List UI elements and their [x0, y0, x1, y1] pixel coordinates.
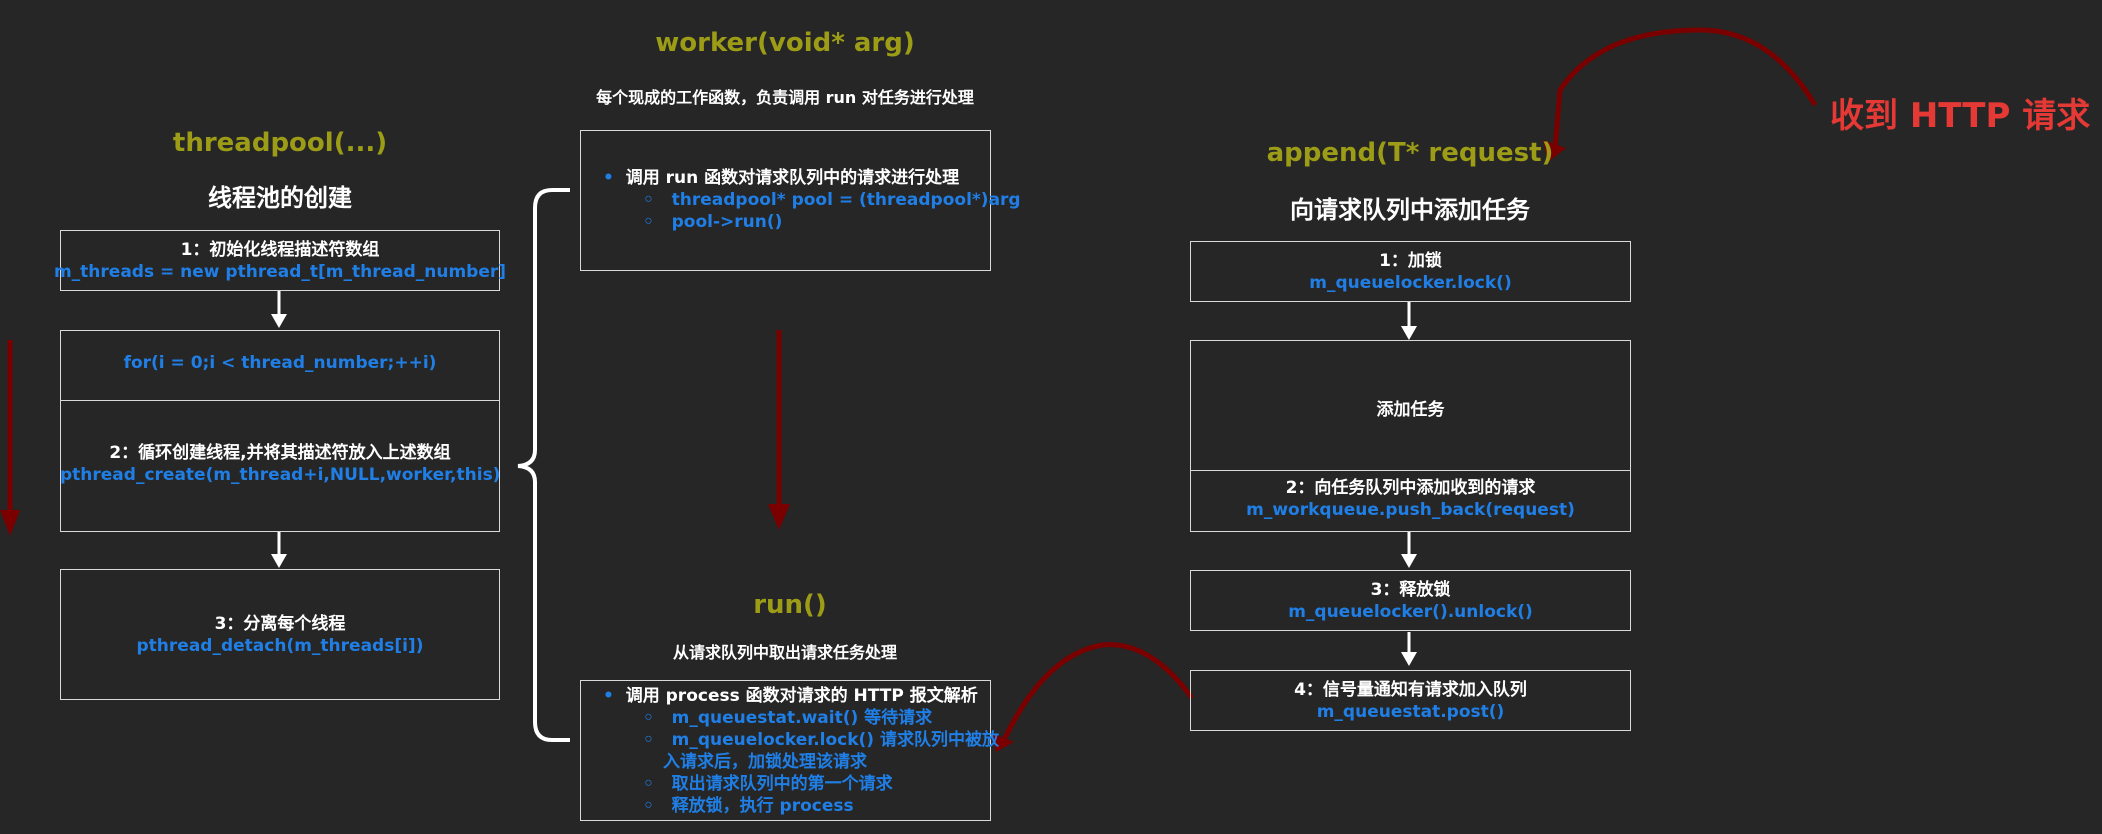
- append-step2-title: 2：向任务队列中添加收到的请求: [1285, 478, 1536, 498]
- http-request-label: 收到 HTTP 请求: [1830, 96, 2091, 136]
- bullet-icon: •: [603, 686, 614, 706]
- append-step3-code: m_queuelocker().unlock(): [1288, 601, 1533, 622]
- append-step1-box: 1：加锁 m_queuelocker.lock(): [1190, 241, 1631, 302]
- append-step3-title: 3：释放锁: [1370, 579, 1451, 600]
- run-sub1-text: m_queuestat.wait() 等待请求: [671, 708, 933, 728]
- red-arrow-worker-to-run: [768, 330, 790, 530]
- append-step2: 2：向任务队列中添加收到的请求 m_workqueue.push_back(re…: [1190, 477, 1631, 521]
- append-add-separator: [1190, 470, 1631, 471]
- threadpool-step3-title: 3：分离每个线程: [214, 613, 346, 634]
- run-item-text: 调用 process 函数对请求的 HTTP 报文解析: [625, 686, 978, 706]
- threadpool-step1-title: 1：初始化线程描述符数组: [180, 239, 380, 260]
- red-arrow-http-to-append: [1543, 27, 1818, 162]
- append-step4-title: 4：信号量通知有请求加入队列: [1294, 679, 1527, 700]
- worker-sub1-text: threadpool* pool = (threadpool*)arg: [671, 190, 1021, 210]
- append-step4-code: m_queuestat.post(): [1316, 701, 1505, 722]
- append-step1-title: 1：加锁: [1379, 250, 1442, 271]
- worker-sub2: ◦ pool->run(): [643, 212, 783, 232]
- worker-item-text: 调用 run 函数对请求队列中的请求进行处理: [625, 168, 960, 188]
- run-sub3: ◦ 取出请求队列中的第一个请求: [643, 774, 893, 794]
- run-func-title: run(): [753, 590, 827, 620]
- run-sub4-text: 释放锁，执行 process: [671, 796, 854, 816]
- threadpool-loop-code: for(i = 0;i < thread_number;++i): [123, 353, 437, 373]
- append-subtitle: 向请求队列中添加任务: [1290, 196, 1530, 224]
- threadpool-loop-box: for(i = 0;i < thread_number;++i): [60, 330, 500, 532]
- threadpool-step1-box: 1：初始化线程描述符数组 m_threads = new pthread_t[m…: [54, 230, 506, 291]
- worker-desc: 每个现成的工作函数，负责调用 run 对任务进行处理: [596, 88, 974, 107]
- append-func-title: append(T* request): [1266, 138, 1554, 168]
- threadpool-step2-code: pthread_create(m_thread+i,NULL,worker,th…: [60, 465, 501, 485]
- run-item: • 调用 process 函数对请求的 HTTP 报文解析: [603, 685, 978, 707]
- worker-sub1: ◦ threadpool* pool = (threadpool*)arg: [643, 190, 1021, 210]
- run-sub2b: 入请求后，加锁处理该请求: [663, 751, 867, 773]
- append-add-box: 添加任务: [1190, 340, 1631, 532]
- red-arrow-post-to-run: [992, 642, 1195, 752]
- run-box: • 调用 process 函数对请求的 HTTP 报文解析 ◦ m_queues…: [580, 680, 999, 821]
- curly-brace: [517, 188, 570, 742]
- arrow-push-to-unlock: [1401, 532, 1417, 568]
- threadpool-loop-separator: [60, 400, 500, 401]
- append-add-task: 添加任务: [1376, 400, 1445, 420]
- append-step3-box: 3：释放锁 m_queuelocker().unlock(): [1190, 570, 1631, 631]
- worker-sub2-text: pool->run(): [671, 212, 783, 232]
- run-sub4: ◦ 释放锁，执行 process: [643, 796, 854, 816]
- threadpool-step3-code: pthread_detach(m_threads[i]): [136, 635, 424, 656]
- worker-item: • 调用 run 函数对请求队列中的请求进行处理: [603, 167, 959, 189]
- threadpool-step1-code: m_threads = new pthread_t[m_thread_numbe…: [53, 261, 507, 282]
- run-sub1: ◦ m_queuestat.wait() 等待请求: [643, 708, 933, 728]
- append-step2-code: m_workqueue.push_back(request): [1246, 500, 1575, 520]
- threadpool-subtitle: 线程池的创建: [208, 184, 352, 212]
- arrow-lock-to-add: [1401, 302, 1417, 340]
- run-sub2b-text: 入请求后，加锁处理该请求: [663, 752, 867, 772]
- threadpool-func-title: threadpool(...): [172, 128, 388, 158]
- worker-func-title: worker(void* arg): [655, 28, 915, 58]
- bullet-icon: •: [603, 168, 614, 188]
- run-sub2: ◦ m_queuelocker.lock() 请求队列中被放: [643, 730, 999, 750]
- run-desc: 从请求队列中取出请求任务处理: [672, 643, 897, 662]
- arrow-step1-to-loop: [271, 291, 287, 328]
- append-step4-box: 4：信号量通知有请求加入队列 m_queuestat.post(): [1190, 670, 1631, 731]
- threadpool-step2: 2：循环创建线程,并将其描述符放入上述数组 pthread_create(m_t…: [60, 442, 500, 486]
- threadpool-step2-title: 2：循环创建线程,并将其描述符放入上述数组: [109, 443, 451, 463]
- arrow-step2-to-step3: [271, 532, 287, 568]
- append-step1-code: m_queuelocker.lock(): [1309, 272, 1512, 293]
- run-sub3-text: 取出请求队列中的第一个请求: [671, 774, 893, 794]
- arrow-unlock-to-post: [1401, 632, 1417, 666]
- run-sub2a-text: m_queuelocker.lock() 请求队列中被放: [671, 730, 999, 750]
- worker-box: • 调用 run 函数对请求队列中的请求进行处理 ◦ threadpool* p…: [580, 130, 1021, 271]
- threadpool-step3-box: 3：分离每个线程 pthread_detach(m_threads[i]): [60, 569, 500, 700]
- red-arrow-left: [0, 340, 20, 536]
